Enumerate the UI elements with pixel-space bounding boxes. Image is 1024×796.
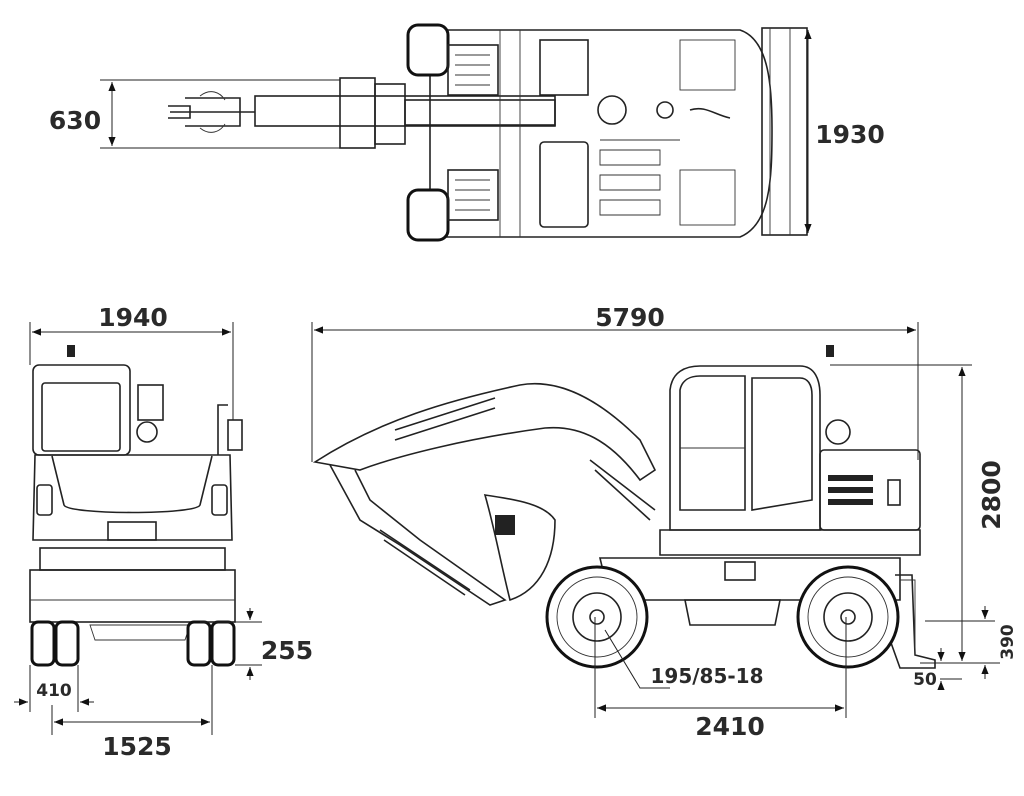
dimension-front-overall-width: 1940	[29, 303, 234, 420]
dimension-boom-width: 630	[49, 79, 340, 149]
tyre-size-label: 195/85-18	[650, 664, 763, 688]
dimension-label-410: 410	[36, 681, 72, 701]
side-view-boom-arm	[312, 383, 657, 606]
top-view-boom	[168, 77, 556, 149]
front-view-machine	[29, 345, 243, 667]
dimension-label-255: 255	[261, 636, 313, 665]
dimension-overall-length: 5790	[311, 303, 919, 462]
dimension-top-overall-width: 1930	[804, 30, 885, 233]
dimension-blade-lift: 390 50	[913, 606, 1018, 690]
dimension-label-1525: 1525	[102, 732, 172, 761]
dimension-label-390: 390	[998, 624, 1018, 660]
dimension-wheelbase: 2410	[594, 617, 847, 741]
tyre-size-callout: 195/85-18	[604, 629, 764, 689]
front-view: 1940 255 410 1525	[14, 303, 313, 761]
dimension-label-2410: 2410	[695, 712, 765, 741]
top-view-body	[429, 27, 808, 238]
dimension-label-50: 50	[913, 670, 937, 690]
dimension-label-630: 630	[49, 106, 101, 135]
dimension-track-width: 1525	[51, 665, 213, 761]
top-view-wheels	[406, 23, 499, 242]
side-view: 5790 2800 390 50 2410 195/85-18	[311, 303, 1018, 741]
dimension-label-5790: 5790	[595, 303, 665, 332]
side-view-wheels	[545, 565, 900, 669]
dimension-ground-clearance: 255	[200, 608, 313, 680]
dimension-label-2800: 2800	[977, 460, 1006, 530]
dimension-tyre-width: 410	[14, 665, 94, 712]
dimension-label-1930: 1930	[815, 120, 885, 149]
dimension-overall-height: 2800	[830, 364, 1006, 664]
top-view: 630 1930	[49, 23, 885, 242]
dimension-label-1940: 1940	[98, 303, 168, 332]
